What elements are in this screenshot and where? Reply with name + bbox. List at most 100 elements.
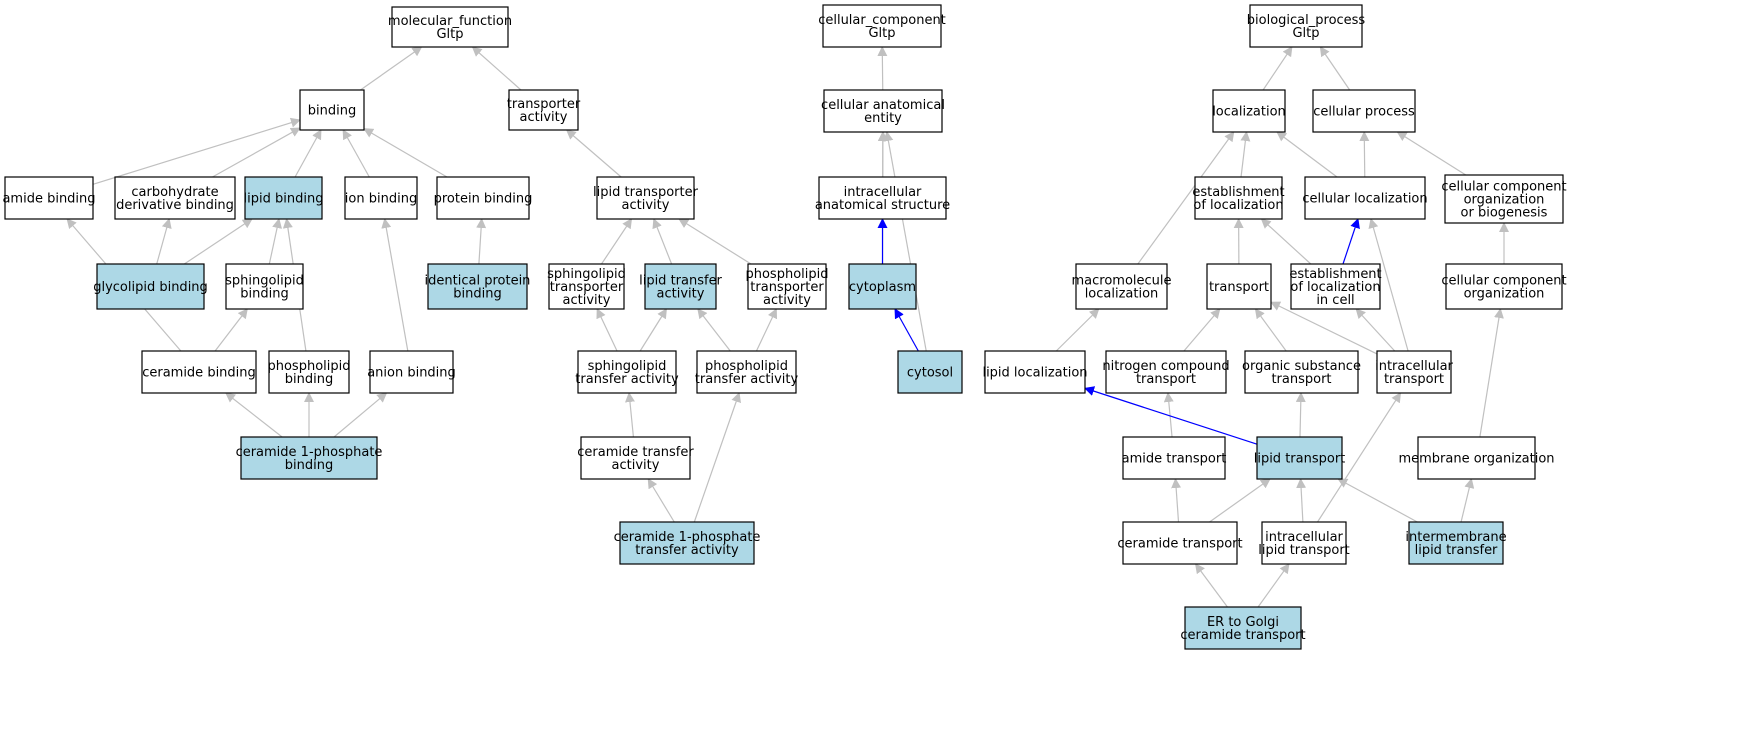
term-label: intracellular	[844, 185, 922, 200]
edge-photr-to-phota	[755, 308, 778, 352]
term-label: transport	[1384, 372, 1444, 387]
term-box	[1206, 263, 1272, 310]
term-label: activity	[612, 458, 660, 473]
gray-arrow	[1317, 392, 1402, 523]
edge-loc-to-bp	[1262, 46, 1293, 91]
gray-arrow	[156, 218, 172, 265]
edge-imlt-to-liptr	[1337, 478, 1418, 523]
gray-arrow	[1355, 308, 1396, 352]
term-box	[1249, 4, 1363, 48]
edge-ict-to-trans	[1270, 301, 1378, 355]
edge-amtr-to-ncomp	[1163, 392, 1174, 438]
term-label: cellular component	[1441, 180, 1566, 195]
term-box	[580, 436, 691, 480]
gray-arrow	[1359, 131, 1370, 178]
term-box	[1444, 174, 1564, 224]
term-label: phospholipid	[745, 267, 828, 282]
gray-arrow	[268, 218, 282, 265]
term-label: ion binding	[345, 192, 417, 207]
gray-arrow	[596, 308, 618, 352]
term-box	[1408, 521, 1504, 565]
term-label: binding	[285, 372, 333, 387]
term-node-amide: amide binding	[2, 176, 96, 220]
term-node-protb: protein binding	[434, 176, 532, 220]
edge-sphtr-to-ltra	[639, 308, 667, 352]
term-label: localization	[1212, 105, 1286, 120]
term-node-ionb: ion binding	[344, 176, 418, 220]
term-node-cloc: cellular localization	[1302, 176, 1428, 220]
term-label: cellular localization	[1302, 192, 1427, 207]
edge-ccob-to-cp	[1396, 131, 1467, 176]
term-box	[1212, 89, 1286, 133]
term-box	[897, 350, 963, 394]
term-box	[1105, 350, 1227, 394]
term-label: ceramide transport	[1180, 628, 1305, 643]
term-node-bind: binding	[299, 89, 365, 131]
edge-lta-to-tact	[565, 129, 622, 178]
blue-arrow	[1084, 386, 1258, 445]
edge-liploc-to-mloc	[1055, 308, 1100, 352]
gray-arrow	[1194, 563, 1228, 608]
edge-glyco-to-lipb	[183, 218, 253, 265]
edge-c1ptr-to-photr	[693, 392, 741, 523]
term-box	[548, 263, 625, 310]
term-box	[984, 350, 1086, 394]
term-box	[1075, 263, 1168, 310]
gray-arrow	[360, 46, 423, 91]
term-box	[1194, 176, 1283, 220]
term-label: cellular process	[1313, 105, 1415, 120]
term-box	[1261, 521, 1347, 565]
term-box	[1417, 436, 1536, 480]
term-label: transporter	[507, 97, 581, 112]
term-label: intermembrane	[1405, 530, 1506, 545]
term-label: anatomical structure	[815, 198, 950, 213]
edge-estcell-to-cloc	[1342, 218, 1360, 265]
term-label: intracellular	[1265, 530, 1343, 545]
gray-arrow	[471, 46, 522, 91]
term-label: entity	[864, 111, 902, 126]
term-label: lipid transport	[1258, 543, 1350, 558]
term-box	[369, 350, 454, 394]
term-node-cerb: ceramide binding	[141, 350, 257, 394]
gray-arrow	[363, 128, 448, 178]
gray-arrow	[381, 218, 409, 352]
term-box	[1312, 89, 1416, 133]
edge-lipb-to-bind	[294, 129, 322, 178]
term-label: establishment	[1289, 267, 1381, 282]
gray-arrow	[225, 392, 283, 438]
term-node-anion: anion binding	[367, 350, 456, 394]
term-label: organization	[1464, 193, 1545, 208]
term-box	[747, 263, 827, 310]
gray-arrow	[647, 478, 675, 523]
edge-liptr-to-osub	[1295, 392, 1306, 438]
gray-arrow	[639, 308, 667, 352]
edge-cloc-to-cp	[1359, 131, 1370, 178]
term-label: lipid transfer	[1415, 543, 1498, 558]
term-label: lipid localization	[982, 366, 1087, 381]
term-label: amide binding	[2, 192, 95, 207]
term-label: lipid transporter	[593, 185, 699, 200]
term-label: Gltp	[1292, 26, 1319, 41]
term-label: derivative binding	[116, 198, 234, 213]
term-label: activity	[763, 293, 811, 308]
edge-iclt-to-ict	[1317, 392, 1402, 523]
gray-arrow	[883, 131, 927, 352]
term-label: cellular component	[1441, 274, 1566, 289]
term-box	[114, 176, 236, 220]
edge-tact-to-mf	[471, 46, 522, 91]
term-label: transporter	[750, 280, 824, 295]
edge-cae-to-cc	[877, 46, 888, 91]
term-box	[1304, 176, 1426, 220]
gray-arrow	[1183, 308, 1221, 352]
gray-arrow	[1171, 478, 1182, 523]
term-label: amide transport	[1122, 452, 1227, 467]
term-node-memorg: membrane organization	[1398, 436, 1555, 480]
